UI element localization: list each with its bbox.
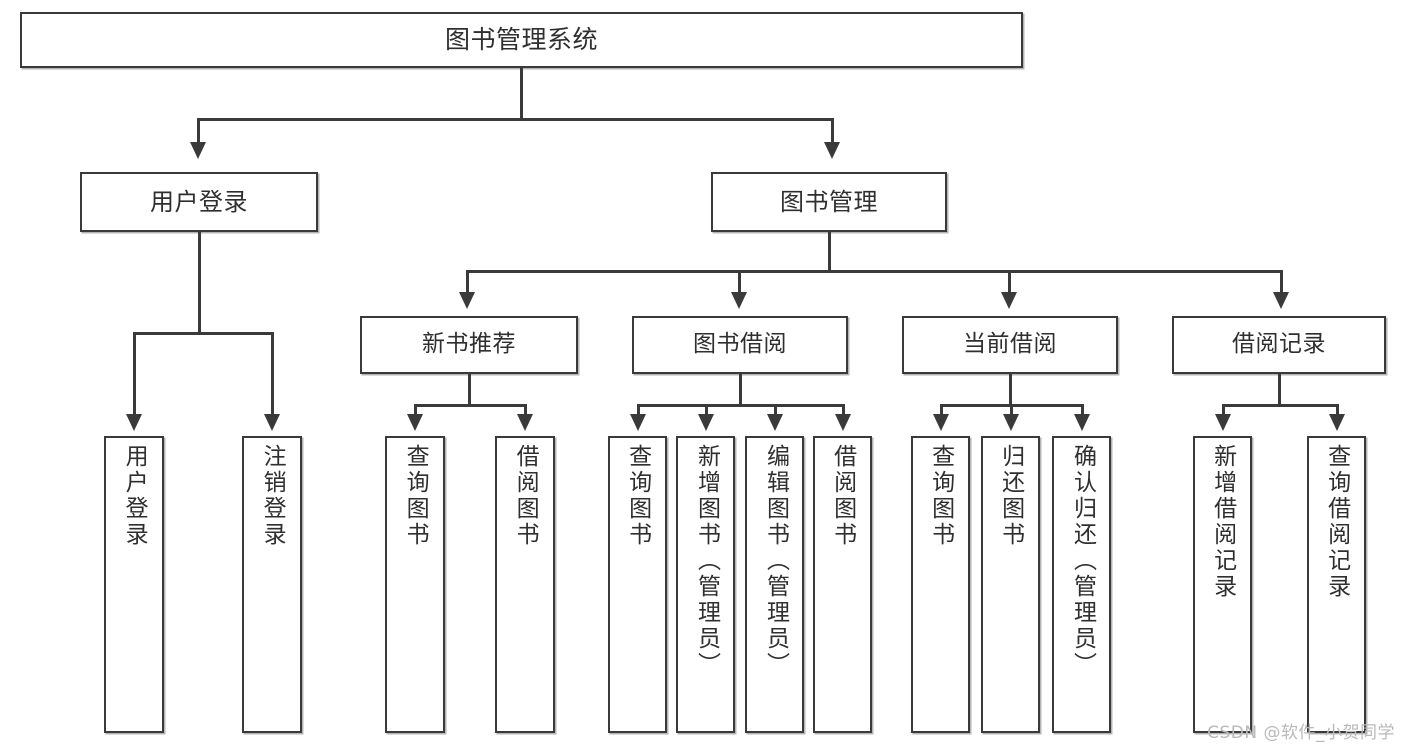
arrow-bm-to-borrow-record [1273, 292, 1289, 309]
node-book-borrow[interactable]: 图书借阅 [632, 316, 848, 374]
connector-user-login-to-leaf-2 [271, 332, 274, 418]
node-label: 用户登录 [150, 187, 248, 216]
node-borrow-record[interactable]: 借阅记录 [1172, 316, 1386, 374]
connector-bb-to-leaf-4 [842, 404, 845, 418]
connector-bb-to-leaf-1 [637, 404, 640, 418]
node-label: 当前借阅 [963, 331, 1057, 358]
connector-bm-to-new-book [466, 270, 469, 296]
connector-cb-to-leaf-1 [940, 404, 943, 418]
node-label: 借阅记录 [1232, 331, 1326, 358]
arrow-bb-to-leaf-2 [698, 414, 714, 431]
connector-user-login-to-leaf-1 [133, 332, 136, 418]
connector-root-stem [520, 68, 523, 120]
arrow-cb-to-leaf-1 [933, 414, 949, 431]
connector-new-book-bus [414, 404, 524, 407]
leaf-user-login-logout[interactable]: 注销登录 [242, 436, 302, 733]
node-label: 查询图书 [927, 444, 954, 548]
connector-root-to-book-management [831, 118, 834, 146]
node-label: 新增图书（管理员） [693, 444, 720, 678]
connector-new-book-stem [468, 374, 471, 406]
connector-borrow-record-bus [1222, 404, 1336, 407]
connector-br-to-leaf-2 [1336, 404, 1339, 418]
node-label: 查询借阅记录 [1323, 444, 1350, 600]
connector-bm-to-current-borrow [1008, 270, 1011, 296]
arrow-bb-to-leaf-3 [767, 414, 783, 431]
leaf-book-borrow-borrow-books[interactable]: 借阅图书 [813, 436, 872, 733]
connector-current-borrow-stem [1009, 374, 1012, 406]
node-label: 查询图书 [624, 444, 651, 548]
arrow-nb-to-leaf-2 [517, 414, 533, 431]
leaf-current-borrow-return-books[interactable]: 归还图书 [981, 436, 1040, 733]
node-current-borrow[interactable]: 当前借阅 [902, 316, 1118, 374]
arrow-bm-to-book-borrow [731, 292, 747, 309]
arrow-user-login-to-leaf-2 [264, 414, 280, 431]
connector-cb-to-leaf-3 [1081, 404, 1084, 418]
node-book-management-system[interactable]: 图书管理系统 [20, 12, 1023, 68]
leaf-borrow-record-add-record[interactable]: 新增借阅记录 [1193, 436, 1252, 733]
csdn-watermark: CSDN @软件_小贺同学 [1207, 723, 1395, 743]
leaf-new-book-query-books[interactable]: 查询图书 [385, 436, 445, 733]
node-user-login[interactable]: 用户登录 [80, 172, 318, 232]
node-label: 图书管理系统 [444, 25, 598, 55]
connector-user-login-stem [198, 232, 201, 334]
node-label: 图书管理 [780, 187, 878, 216]
node-new-book-recommend[interactable]: 新书推荐 [360, 316, 578, 374]
connector-nb-to-leaf-1 [414, 404, 417, 418]
arrow-nb-to-leaf-1 [407, 414, 423, 431]
arrow-root-to-user-login [190, 142, 206, 159]
node-label: 借阅图书 [512, 444, 539, 548]
arrow-bb-to-leaf-1 [630, 414, 646, 431]
connector-book-management-bus [466, 270, 1280, 273]
arrow-bb-to-leaf-4 [835, 414, 851, 431]
leaf-new-book-borrow-books[interactable]: 借阅图书 [495, 436, 555, 733]
arrow-br-to-leaf-1 [1215, 414, 1231, 431]
leaf-book-borrow-add-book-admin[interactable]: 新增图书（管理员） [676, 436, 735, 733]
arrow-bm-to-current-borrow [1001, 292, 1017, 309]
connector-nb-to-leaf-2 [524, 404, 527, 418]
arrow-cb-to-leaf-2 [1003, 414, 1019, 431]
connector-bm-to-borrow-record [1280, 270, 1283, 296]
node-label: 注销登录 [259, 444, 286, 548]
node-label: 查询图书 [402, 444, 429, 548]
leaf-borrow-record-query-record[interactable]: 查询借阅记录 [1307, 436, 1366, 733]
leaf-current-borrow-confirm-return-admin[interactable]: 确认归还（管理员） [1052, 436, 1111, 733]
connector-book-borrow-bus [637, 404, 842, 407]
connector-bm-to-book-borrow [738, 270, 741, 296]
connector-bb-to-leaf-3 [774, 404, 777, 418]
arrow-bm-to-new-book [459, 292, 475, 309]
node-label: 借阅图书 [829, 444, 856, 548]
node-label: 新书推荐 [422, 331, 516, 358]
node-label: 确认归还（管理员） [1069, 444, 1096, 678]
arrow-root-to-book-management [824, 142, 840, 159]
connector-br-to-leaf-1 [1222, 404, 1225, 418]
node-label: 图书借阅 [693, 331, 787, 358]
arrow-cb-to-leaf-3 [1074, 414, 1090, 431]
leaf-user-login-login[interactable]: 用户登录 [104, 436, 164, 733]
node-book-management[interactable]: 图书管理 [711, 172, 947, 232]
leaf-current-borrow-query-books[interactable]: 查询图书 [911, 436, 970, 733]
node-label: 用户登录 [121, 444, 148, 548]
leaf-book-borrow-edit-book-admin[interactable]: 编辑图书（管理员） [745, 436, 804, 733]
connector-book-borrow-stem [739, 374, 742, 406]
leaf-book-borrow-query-books[interactable]: 查询图书 [608, 436, 667, 733]
connector-user-login-bus [133, 332, 271, 335]
connector-root-bus [197, 118, 833, 121]
connector-bb-to-leaf-2 [705, 404, 708, 418]
node-label: 新增借阅记录 [1209, 444, 1236, 600]
arrow-br-to-leaf-2 [1329, 414, 1345, 431]
connector-borrow-record-stem [1278, 374, 1281, 406]
node-label: 归还图书 [997, 444, 1024, 548]
connector-cb-to-leaf-2 [1010, 404, 1013, 418]
node-label: 编辑图书（管理员） [762, 444, 789, 678]
connector-book-management-stem [828, 232, 831, 272]
arrow-user-login-to-leaf-1 [126, 414, 142, 431]
connector-root-to-user-login [197, 118, 200, 146]
